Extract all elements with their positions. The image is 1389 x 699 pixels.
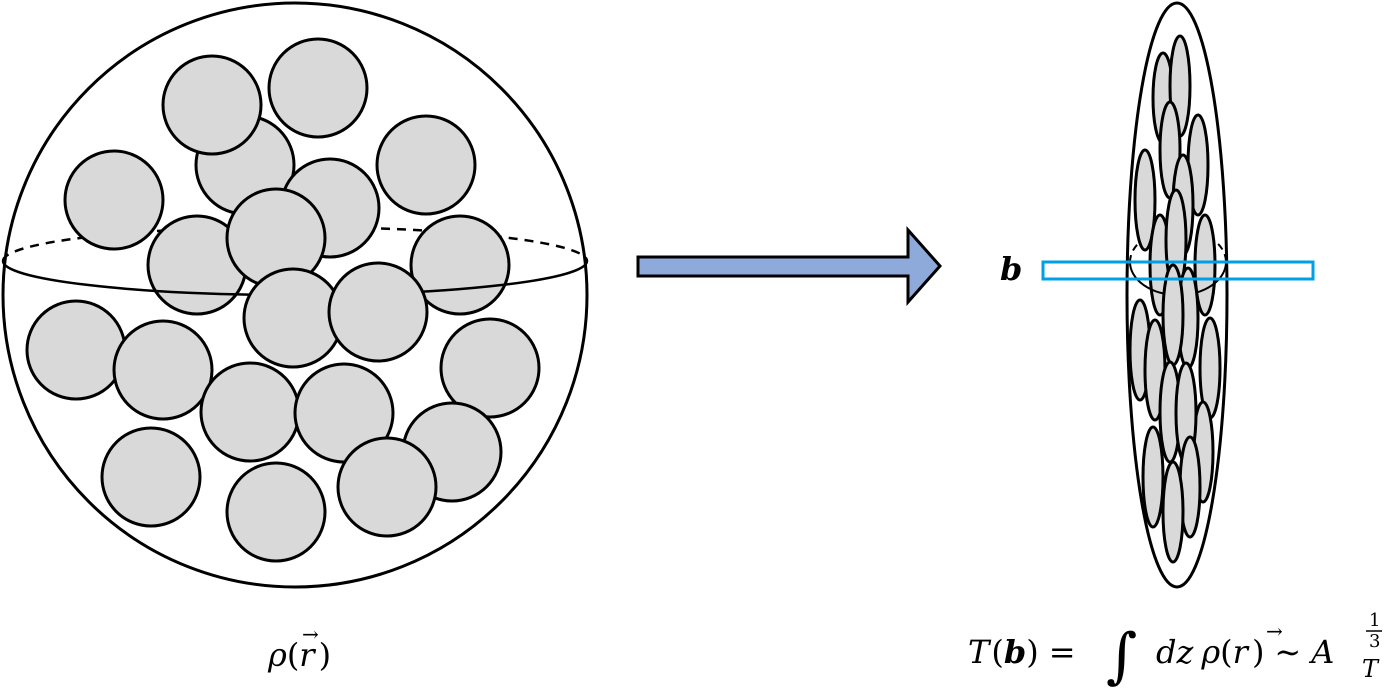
contracted-nucleus [1125, 1, 1229, 589]
formula-T: T [968, 633, 992, 671]
equator-back-dashed [1, 225, 589, 262]
nucleon [100, 426, 202, 528]
impact-parameter-column [1041, 260, 1315, 281]
nucleon [409, 214, 511, 316]
paren-close: ) [319, 636, 331, 674]
formula-b: b [1004, 633, 1026, 671]
rho-symbol: ρ [267, 636, 287, 674]
nucleon [267, 37, 369, 139]
spherical-nucleus [1, 1, 589, 589]
nucleon [63, 149, 165, 251]
nucleon [327, 261, 429, 363]
nucleon [375, 114, 477, 216]
nucleon [225, 461, 327, 563]
formula-rho: ρ [1200, 633, 1220, 671]
formula-paren: ( [991, 633, 1003, 671]
vector-arrow-accent: → [302, 622, 319, 646]
contracted-nucleon [1141, 425, 1165, 529]
nucleon [439, 317, 541, 419]
nucleon [199, 361, 301, 463]
thickness-formula: T(b) = [968, 633, 1076, 671]
formula-vector-arrow: → [1266, 619, 1283, 643]
paren-open: ( [287, 636, 299, 674]
exponent-denominator: 3 [1369, 631, 1380, 652]
nucleon [336, 436, 438, 538]
nucleon [161, 54, 263, 156]
sphere-outline [1, 1, 589, 589]
nucleons-lower [25, 261, 541, 563]
formula-paren: ) [1252, 633, 1264, 671]
subscript-T: T [1362, 655, 1380, 683]
impact-parameter-label: b [1000, 250, 1022, 288]
transform-arrow [636, 226, 943, 306]
nucleons-upper [63, 37, 511, 316]
formula-dz: dz [1156, 633, 1194, 671]
nucleon [25, 299, 127, 401]
contracted-nucleon [1133, 148, 1157, 252]
contracted-outline [1125, 1, 1229, 589]
contracted-nucleon [1161, 460, 1185, 564]
exponent-numerator: 1 [1369, 610, 1380, 631]
r-symbol: r [299, 636, 316, 674]
formula-sim: ∼ [1274, 633, 1301, 671]
integral-sign: ∫ [1106, 621, 1137, 691]
density-label: ρ(r) [267, 636, 331, 674]
contracted-nucleon [1193, 213, 1217, 317]
formula-A: A [1308, 633, 1334, 671]
nucleon [242, 267, 344, 369]
formula-paren: ( [1220, 633, 1232, 671]
nucleon [112, 319, 214, 421]
formula-r: r [1233, 633, 1250, 671]
formula-paren: ) [1026, 633, 1038, 671]
formula-equals: = [1049, 633, 1076, 671]
contracted-nucleons-lower [1128, 263, 1222, 564]
